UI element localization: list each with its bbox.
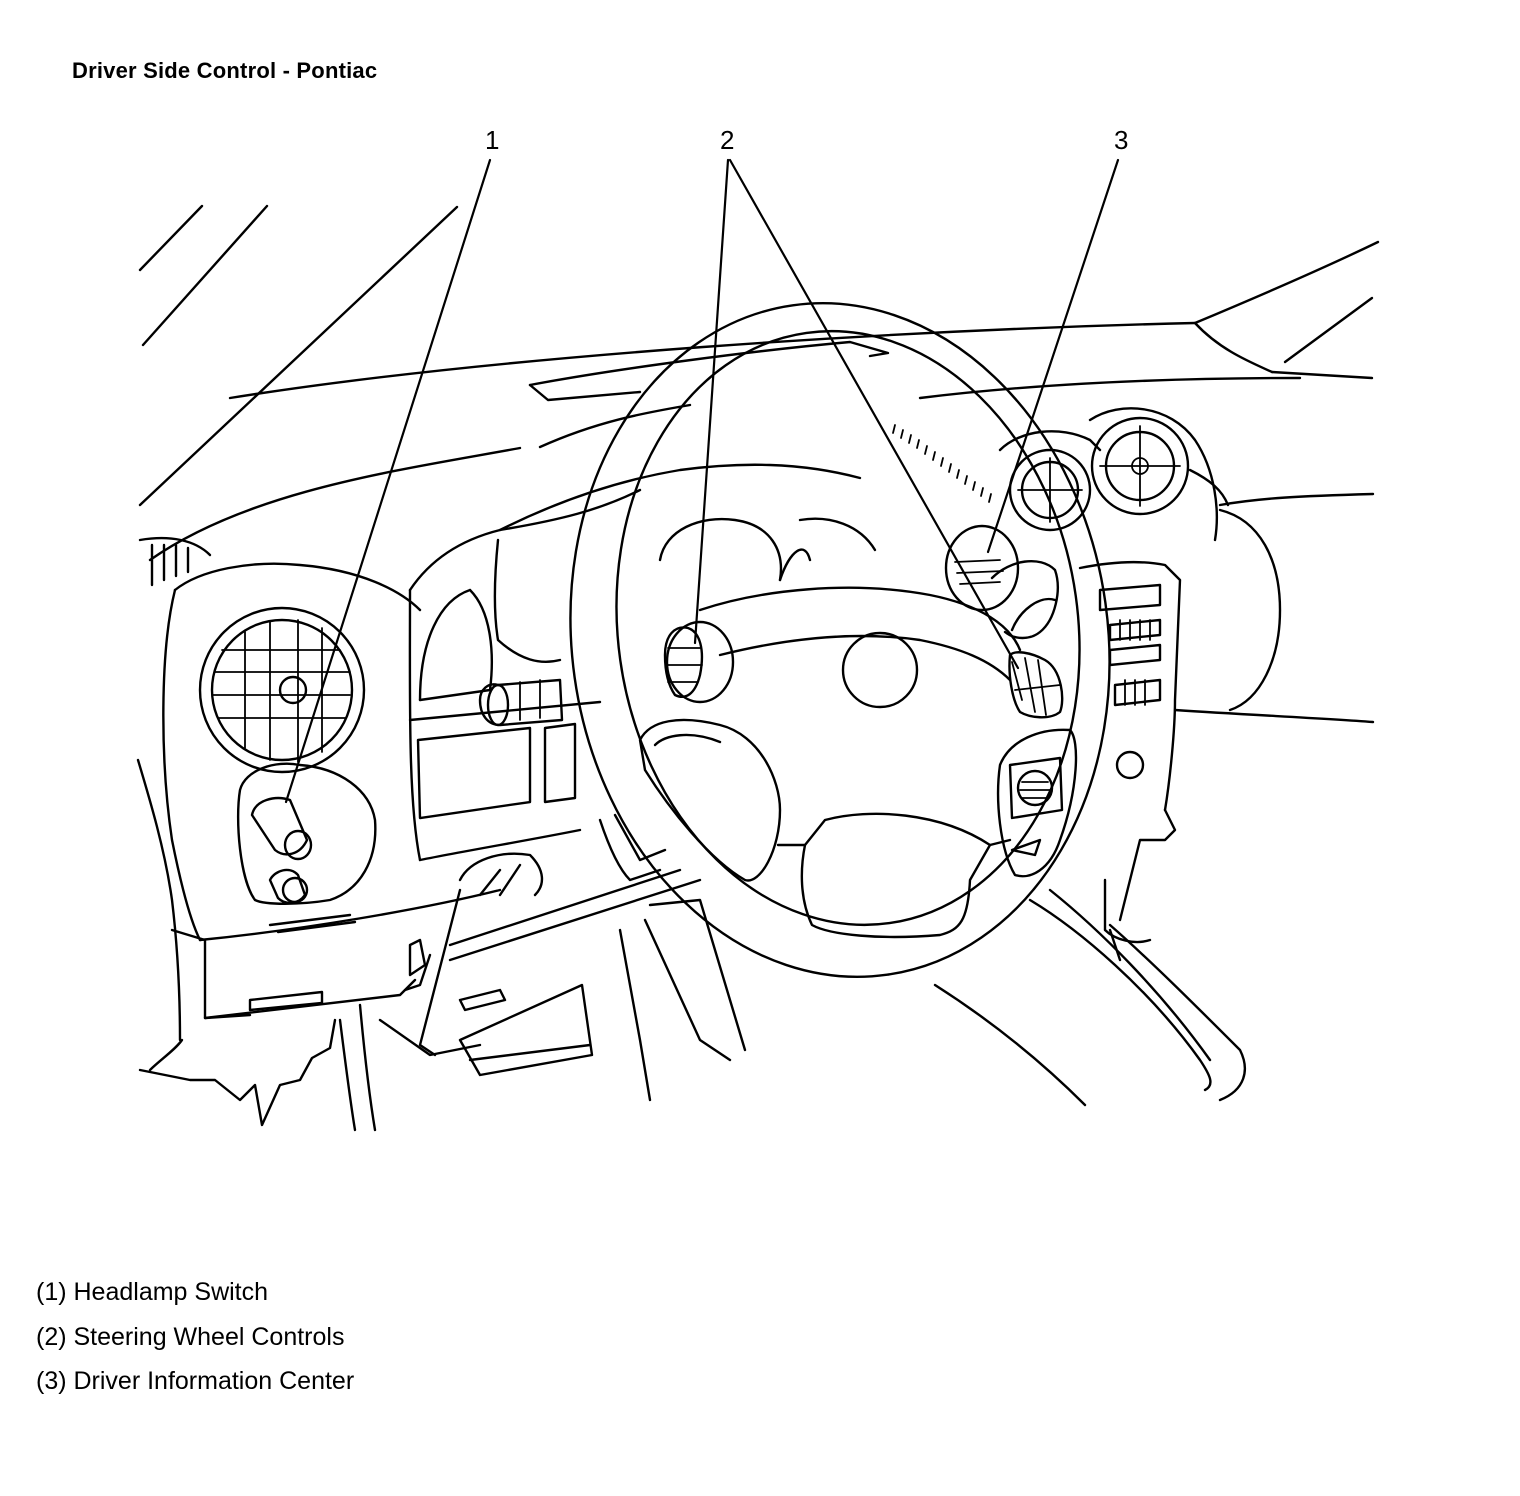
legend-item-steering-wheel-controls: (2) Steering Wheel Controls xyxy=(36,1322,345,1351)
instrument-cluster xyxy=(408,463,877,862)
lower-left-dash xyxy=(136,758,502,1132)
leader-1 xyxy=(284,158,492,804)
right-knob-panel xyxy=(1008,756,1064,857)
headlamp-switch xyxy=(236,762,377,905)
legend-item-driver-information-center: (3) Driver Information Center xyxy=(36,1367,355,1395)
callout-2: 2 xyxy=(720,125,734,155)
legend: (1) Headlamp Switch (2) Steering Wheel C… xyxy=(36,1270,354,1404)
left-vent-panel xyxy=(138,536,422,942)
callout-3: 3 xyxy=(1114,125,1128,155)
steering-column xyxy=(378,813,747,1102)
leader-3 xyxy=(986,158,1120,554)
diagram-title: Driver Side Control - Pontiac xyxy=(72,58,378,83)
legend-item-headlamp-switch: (1) Headlamp Switch xyxy=(36,1278,269,1306)
steering-wheel xyxy=(569,302,1111,978)
driver-information-center xyxy=(944,524,1059,640)
center-stack xyxy=(998,407,1375,812)
leader-2a xyxy=(693,158,730,645)
defroster-ticks xyxy=(892,424,992,503)
steering-wheel-controls xyxy=(663,620,1064,719)
leader-2b xyxy=(728,158,1020,670)
dashboard-top xyxy=(148,240,1380,562)
center-console xyxy=(933,808,1247,1107)
callout-1: 1 xyxy=(485,125,499,155)
windshield-lines xyxy=(138,204,459,507)
callout-leaders xyxy=(284,158,1120,804)
